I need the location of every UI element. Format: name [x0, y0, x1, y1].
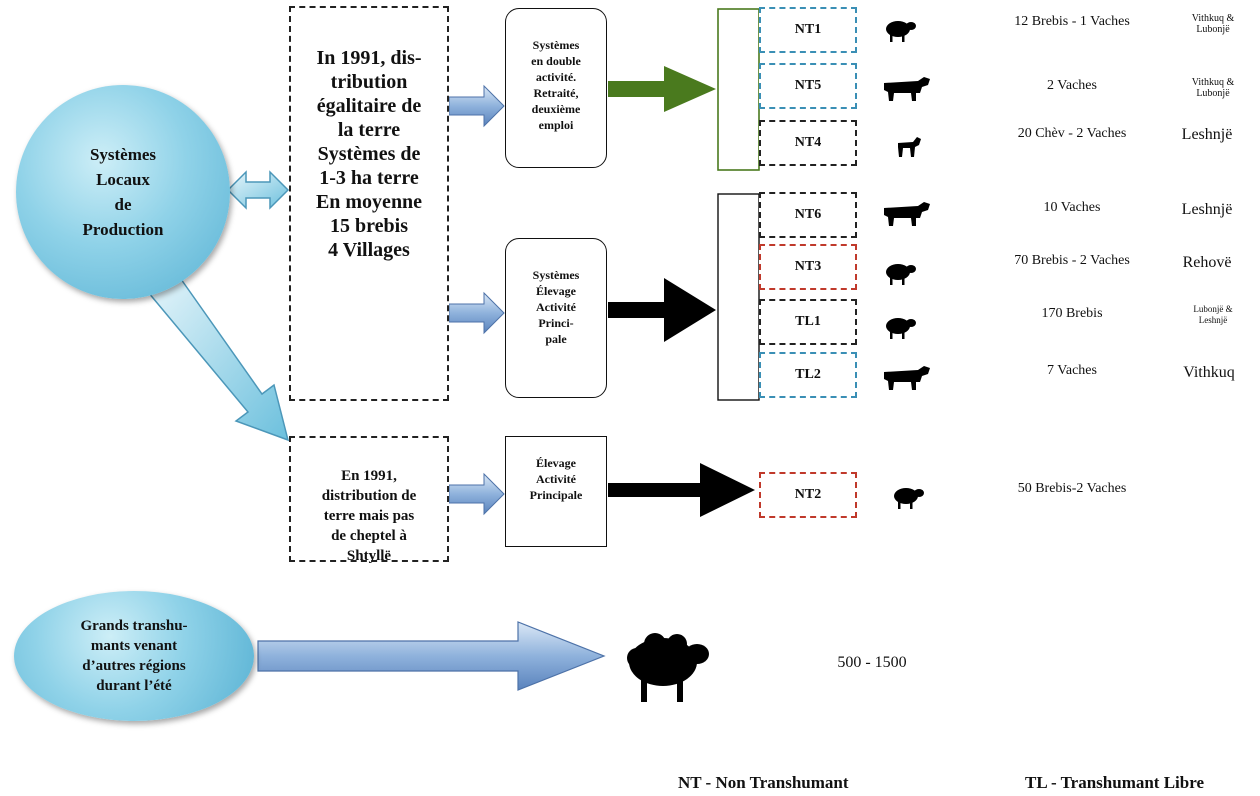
sheep-icon: [894, 488, 924, 509]
double-arrow: [226, 170, 290, 210]
sheep-icon: [886, 318, 916, 339]
sheep-icon: [886, 264, 916, 285]
cow-icon: [884, 366, 930, 390]
livestock-main-box: Systèmes Élevage Activité Princi- pale: [505, 238, 607, 398]
large-sheep-icon: [627, 633, 709, 702]
double-activity-box: Systèmes en double activité. Retraité, d…: [505, 8, 607, 168]
small-arrow-1: [448, 84, 505, 128]
herd-nt4: 20 Chèv - 2 Vaches: [1017, 126, 1127, 141]
small-arrow-3: [448, 472, 505, 516]
distribution-text: In 1991, dis- tribution égalitaire de la…: [315, 47, 423, 261]
bracket-black: [717, 193, 760, 401]
livestock-main-text: Systèmes Élevage Activité Princi- pale: [532, 268, 580, 346]
sheep-icon: [886, 21, 916, 42]
green-arrow: [608, 66, 716, 112]
herd-nt2: 50 Brebis-2 Vaches: [1017, 481, 1127, 496]
code-nt2: NT2: [759, 472, 857, 518]
village-nt4: Leshnjë: [1181, 126, 1233, 143]
cow-icon: [884, 202, 930, 226]
code-tl2: TL2: [759, 352, 857, 398]
code-nt3: NT3: [759, 244, 857, 290]
cow-icon: [884, 77, 930, 101]
village-tl2: Vithkuq: [1183, 364, 1235, 381]
livestock-main-text-2: Élevage Activité Principale: [529, 456, 583, 502]
code-nt1: NT1: [759, 7, 857, 53]
bracket-green: [717, 8, 760, 171]
local-systems-circle: Systèmes Locaux de Production: [16, 85, 230, 299]
diagonal-arrow: [146, 270, 290, 442]
herd-nt5: 2 Vaches: [1047, 78, 1097, 93]
livestock-main-box-2: Élevage Activité Principale: [505, 436, 607, 547]
large-arrow: [257, 621, 606, 691]
code-nt4: NT4: [759, 120, 857, 166]
herd-large: 500 - 1500: [837, 654, 907, 671]
no-cattle-box: En 1991, distribution de terre mais pas …: [289, 436, 449, 564]
black-arrow-2: [608, 463, 755, 517]
village-tl1: Lubonjë & Leshnjë: [1193, 304, 1233, 325]
herd-nt3: 70 Brebis - 2 Vaches: [1014, 253, 1130, 268]
code-nt6: NT6: [759, 192, 857, 238]
legend-transhumant-libre: TL - Transhumant Libre: [1025, 773, 1205, 792]
herd-nt6: 10 Vaches: [1043, 200, 1101, 215]
herd-tl1: 170 Brebis: [1041, 306, 1103, 321]
goat-icon: [898, 137, 921, 157]
transhumant-ellipse: Grands transhu- mants venant d’autres ré…: [14, 591, 254, 721]
transhumant-label: Grands transhu- mants venant d’autres ré…: [80, 618, 188, 694]
village-nt5: Vithkuq & Lubonjë: [1191, 77, 1235, 99]
small-arrow-2: [448, 291, 505, 335]
herd-tl2: 7 Vaches: [1047, 363, 1097, 378]
code-tl1: TL1: [759, 299, 857, 345]
local-systems-label: Systèmes Locaux de Production: [82, 145, 164, 239]
double-activity-text: Systèmes en double activité. Retraité, d…: [531, 38, 581, 132]
black-arrow-1: [608, 278, 716, 342]
distribution-box: In 1991, dis- tribution égalitaire de la…: [289, 6, 449, 401]
village-nt1: Vithkuq & Lubonjë: [1191, 13, 1235, 35]
village-nt6: Leshnjë: [1181, 201, 1233, 218]
no-cattle-text: En 1991, distribution de terre mais pas …: [321, 468, 417, 564]
herd-nt1: 12 Brebis - 1 Vaches: [1014, 14, 1130, 29]
village-nt3: Rehovë: [1182, 254, 1232, 271]
code-nt5: NT5: [759, 63, 857, 109]
legend-non-transhumant: NT - Non Transhumant: [678, 773, 849, 792]
